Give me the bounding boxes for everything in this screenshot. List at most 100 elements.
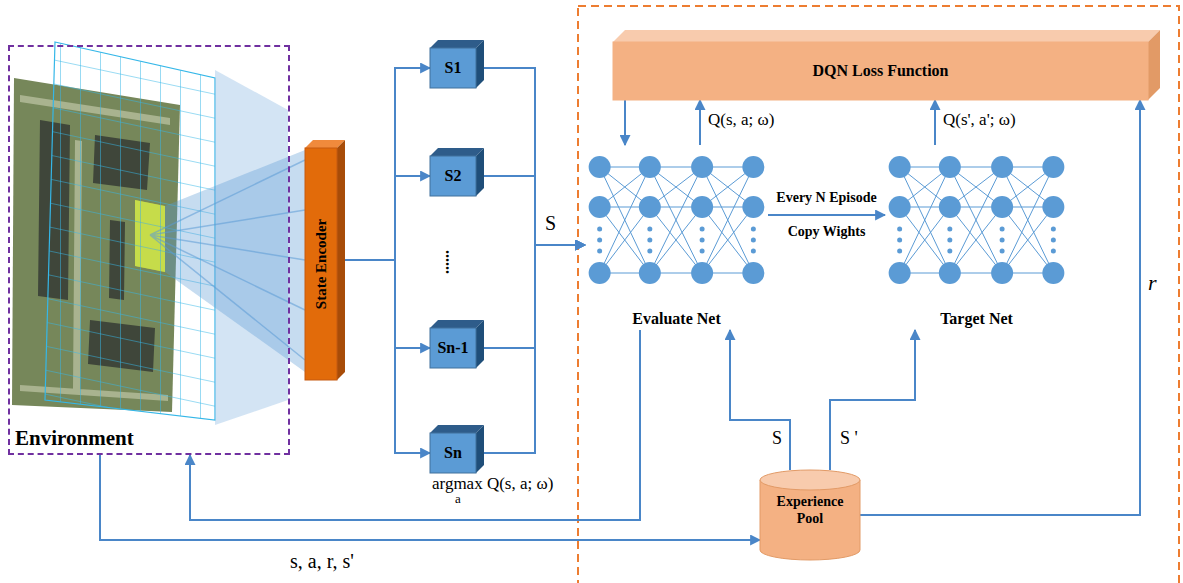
state-box: Sn bbox=[430, 425, 484, 473]
neuron bbox=[897, 249, 902, 254]
evaluate-network: Evaluate Net bbox=[585, 145, 768, 330]
flow-arrow bbox=[484, 68, 585, 245]
neuron bbox=[700, 238, 705, 243]
flow-arrow bbox=[730, 330, 790, 470]
flow-arrow bbox=[768, 214, 885, 216]
neuron bbox=[897, 227, 902, 232]
neuron bbox=[991, 156, 1013, 178]
flow-arrow bbox=[484, 245, 585, 453]
target-network: Target Net bbox=[885, 145, 1068, 330]
state-box: S2 bbox=[430, 148, 484, 196]
network-links bbox=[900, 167, 1054, 273]
loss-function-bar: DQN Loss Function bbox=[613, 30, 1160, 100]
box-side-face bbox=[476, 40, 484, 88]
neuron bbox=[700, 249, 705, 254]
neuron bbox=[742, 262, 764, 284]
cylinder-top bbox=[760, 470, 860, 490]
neuron bbox=[1000, 238, 1005, 243]
neuron bbox=[691, 156, 713, 178]
neuron bbox=[597, 227, 602, 232]
encoder-label: State Encoder bbox=[313, 219, 330, 309]
edge-label: Every N Episode Copy Wights bbox=[764, 181, 889, 249]
experience-pool-cylinder: Experience Pool bbox=[760, 470, 860, 560]
neuron bbox=[897, 238, 902, 243]
neuron bbox=[589, 196, 611, 218]
flow-arrow bbox=[190, 330, 640, 520]
box-side-face bbox=[1148, 30, 1160, 100]
network-label: Evaluate Net bbox=[585, 310, 768, 328]
neuron bbox=[939, 156, 961, 178]
neuron bbox=[639, 196, 661, 218]
box-top-face bbox=[430, 425, 484, 433]
flow-arrow bbox=[345, 260, 430, 348]
projection-cone bbox=[135, 150, 305, 372]
neuron bbox=[647, 227, 652, 232]
neuron bbox=[939, 196, 961, 218]
neuron bbox=[1042, 196, 1064, 218]
neuron bbox=[991, 262, 1013, 284]
edge-label: s, a, r, s' bbox=[290, 550, 354, 573]
flow-arrow bbox=[699, 100, 701, 145]
box-top-face bbox=[613, 30, 1160, 42]
box-top-face bbox=[430, 320, 484, 328]
neuron bbox=[1051, 238, 1056, 243]
box-top-face bbox=[430, 148, 484, 156]
neuron bbox=[889, 196, 911, 218]
state-label: Sn-1 bbox=[437, 339, 468, 357]
neuron bbox=[889, 156, 911, 178]
box-top-face bbox=[430, 40, 484, 48]
box-front-face bbox=[430, 48, 476, 88]
state-encoder-box: State Encoder bbox=[305, 140, 345, 380]
box-side-face bbox=[337, 140, 345, 380]
neuron bbox=[1042, 262, 1064, 284]
state-label: Sn bbox=[444, 444, 462, 462]
neuron bbox=[751, 227, 756, 232]
neuron bbox=[589, 156, 611, 178]
neuron bbox=[751, 238, 756, 243]
flow-arrow bbox=[860, 100, 1140, 515]
neuron bbox=[947, 238, 952, 243]
edge-label: Q(s, a; ω) bbox=[708, 110, 774, 130]
neuron bbox=[691, 196, 713, 218]
state-label: S2 bbox=[445, 167, 462, 185]
neuron bbox=[991, 196, 1013, 218]
state-label: S1 bbox=[445, 59, 462, 77]
edge-label: Q(s', a'; ω) bbox=[943, 110, 1016, 130]
edge-label: r bbox=[1148, 270, 1157, 295]
box-side-face bbox=[476, 320, 484, 368]
projection-rays bbox=[150, 160, 305, 360]
neuron bbox=[742, 156, 764, 178]
edge-label: S ' bbox=[840, 428, 858, 449]
flow-arrow bbox=[345, 68, 430, 260]
neuron bbox=[1000, 227, 1005, 232]
state-box: S1 bbox=[430, 40, 484, 88]
neuron bbox=[1051, 227, 1056, 232]
edge-label: S bbox=[545, 212, 556, 235]
neuron bbox=[947, 227, 952, 232]
box-side-face bbox=[476, 148, 484, 196]
neuron bbox=[639, 262, 661, 284]
evaluate-network-outline bbox=[585, 145, 768, 330]
ellipsis-marker: ...... bbox=[442, 250, 460, 274]
flow-arrow bbox=[934, 100, 936, 145]
flow-arrow bbox=[345, 176, 430, 260]
neuron bbox=[597, 249, 602, 254]
neuron bbox=[691, 262, 713, 284]
box-front-face bbox=[613, 42, 1148, 100]
pool-label: Experience Pool bbox=[766, 494, 854, 528]
learner-region bbox=[578, 6, 1179, 583]
neuron bbox=[1051, 249, 1056, 254]
state-box: Sn-1 bbox=[430, 320, 484, 368]
box-front-face bbox=[430, 328, 476, 368]
neuron bbox=[742, 196, 764, 218]
neuron bbox=[751, 249, 756, 254]
flow-arrow bbox=[830, 330, 915, 470]
neuron bbox=[639, 156, 661, 178]
network-links bbox=[600, 167, 754, 273]
box-side-face bbox=[476, 425, 484, 473]
flow-arrow bbox=[624, 100, 626, 145]
neuron bbox=[589, 262, 611, 284]
environment-region: Environment bbox=[8, 45, 290, 455]
